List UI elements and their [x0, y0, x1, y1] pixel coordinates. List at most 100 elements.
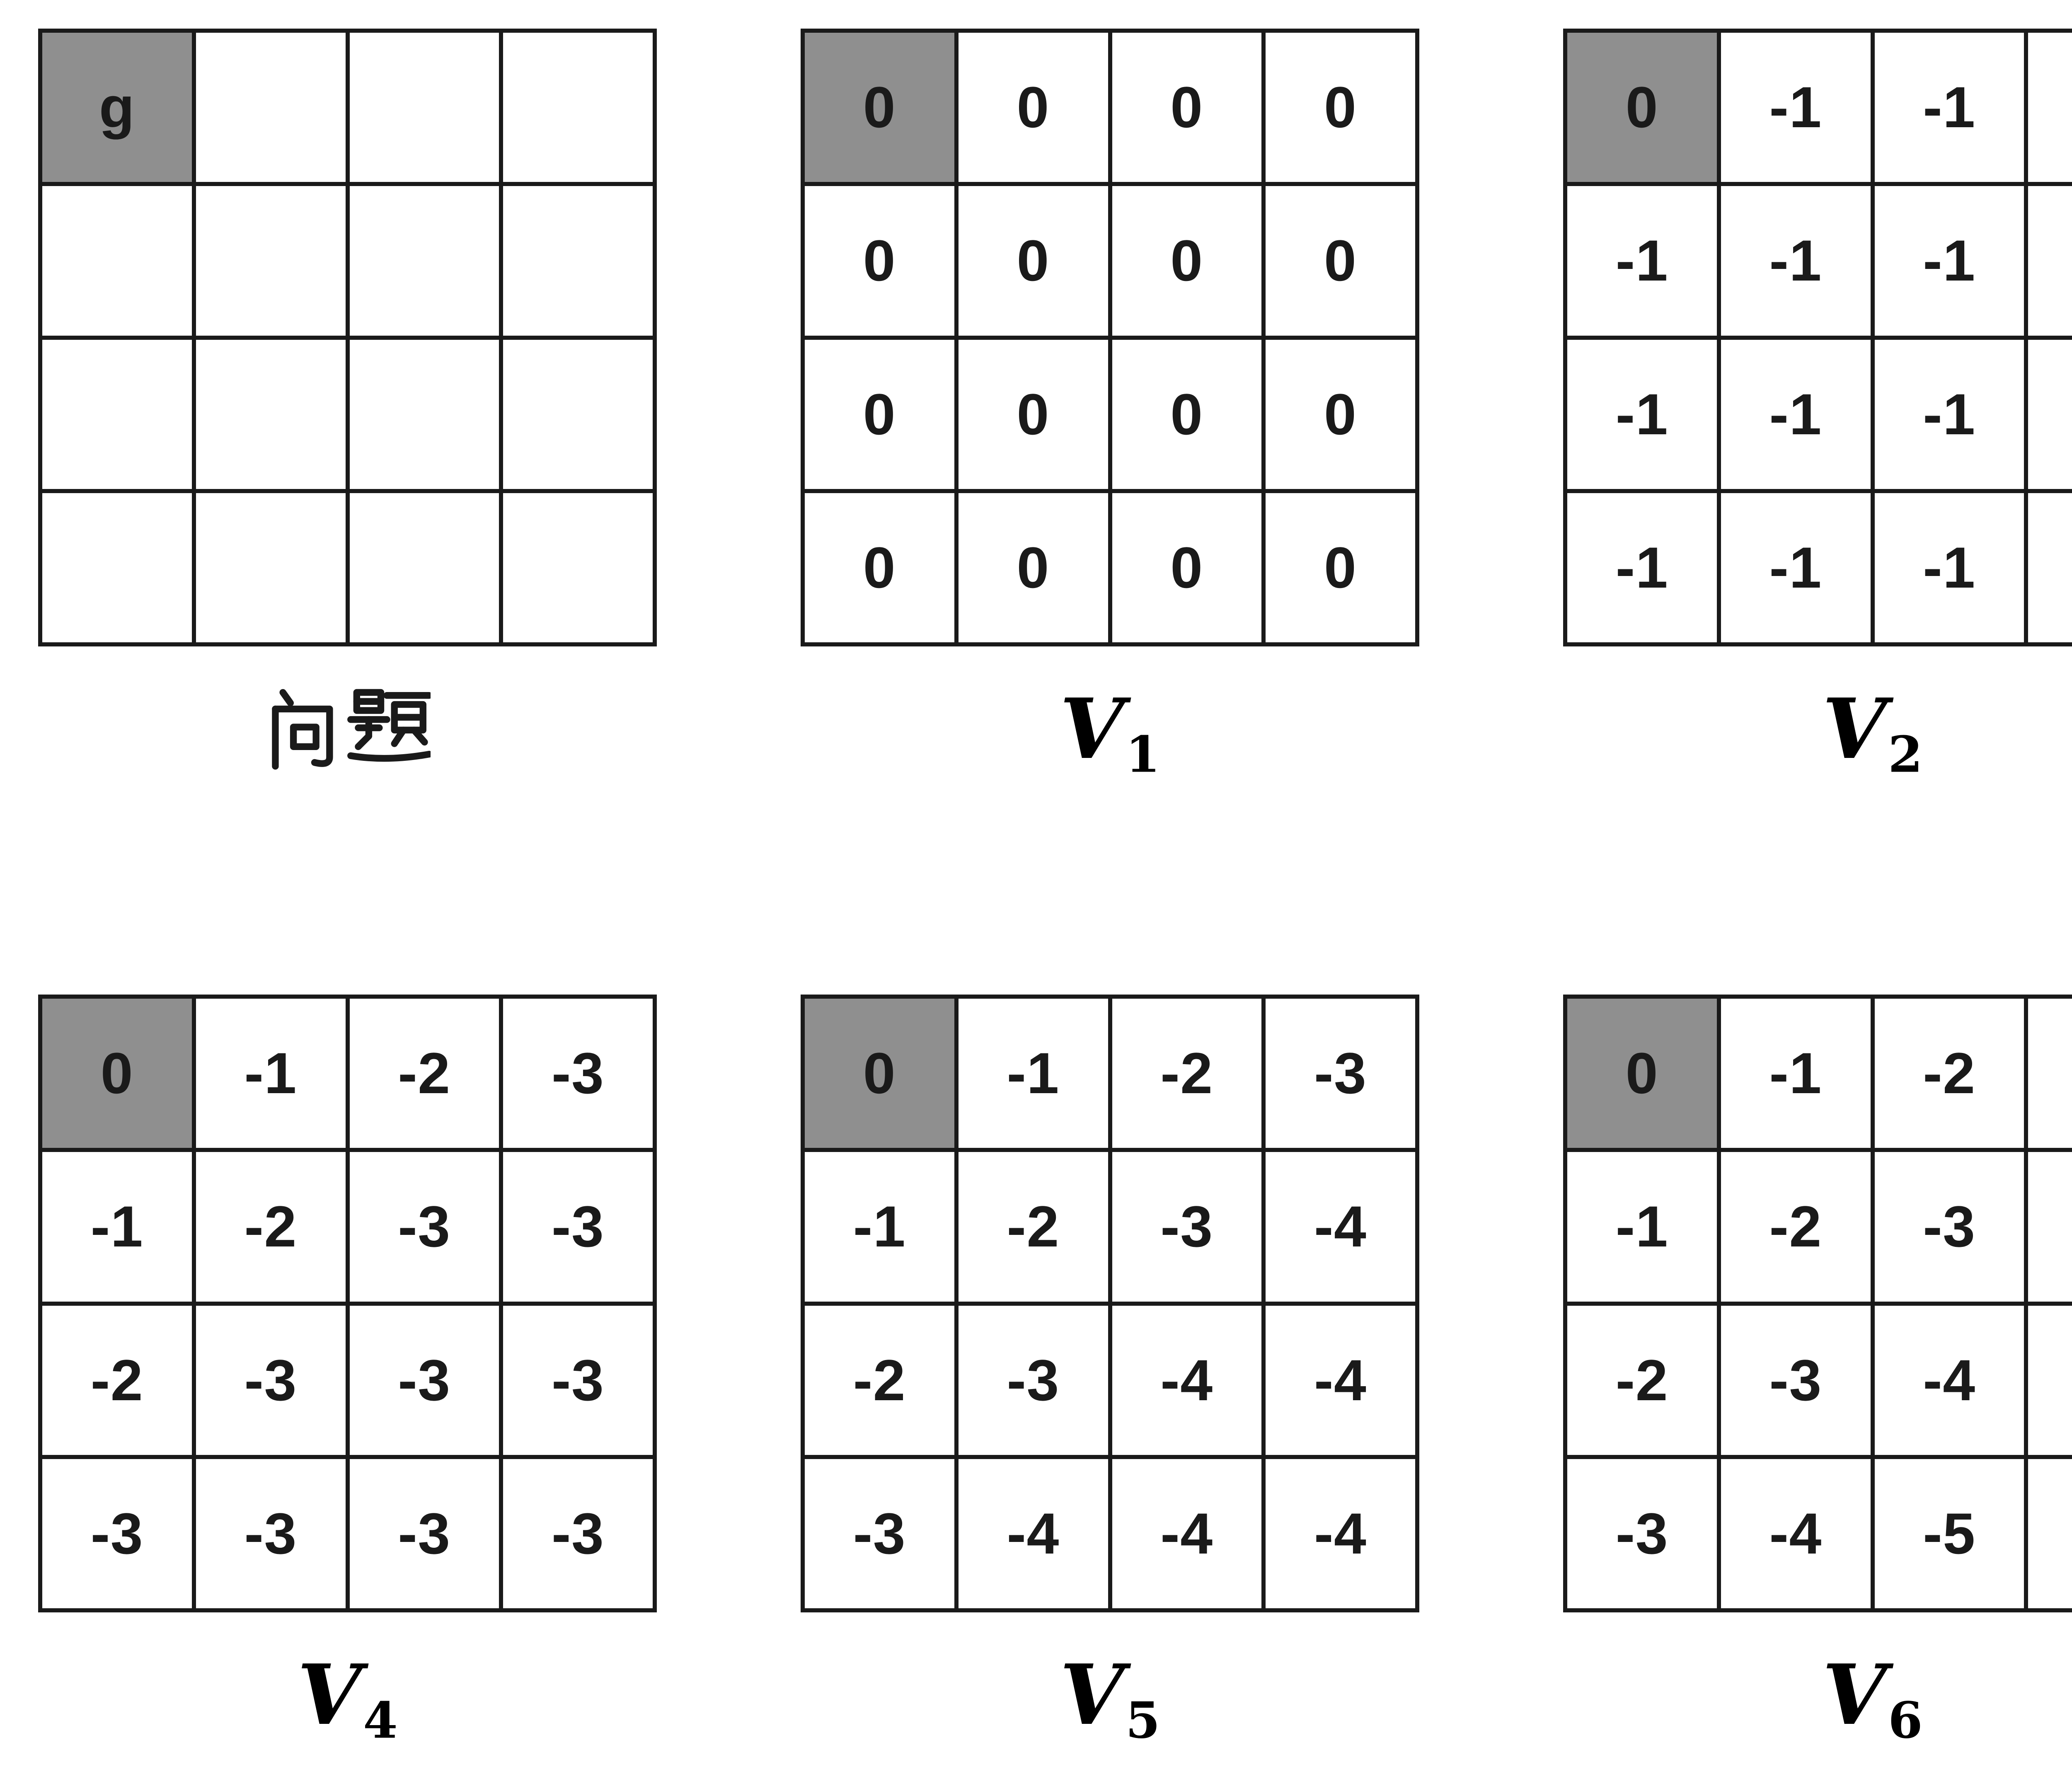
- goal-cell: 0: [805, 33, 954, 182]
- grid-cell: -4: [1266, 1305, 1415, 1455]
- panel-caption: V5: [1060, 1650, 1160, 1746]
- label-subscript: 1: [1126, 725, 1160, 784]
- grid-cell: -2: [958, 1152, 1108, 1302]
- grid-cell: -1: [1721, 493, 1871, 642]
- grid-cell: [349, 33, 499, 182]
- grid-cell: -4: [1721, 1459, 1871, 1608]
- grid-cell: -1: [1567, 1152, 1717, 1302]
- grid-cell: [503, 493, 653, 642]
- grid-cell: -4: [1266, 1152, 1415, 1302]
- grid-cell: -3: [503, 999, 653, 1148]
- grid-cell: -3: [1721, 1305, 1871, 1455]
- grid-cell: -3: [196, 1459, 346, 1608]
- grid-cell: -4: [958, 1459, 1108, 1608]
- label-base: V: [297, 1646, 362, 1744]
- grid-cell: -3: [196, 1305, 346, 1455]
- grid-cell: -4: [1874, 1305, 2024, 1455]
- grid-cell: [503, 33, 653, 182]
- panel-caption: V2: [1822, 684, 1922, 780]
- gridworld-panel-v5: 0-1-2-3-1-2-3-4-2-3-4-4-3-4-4-4 V5: [801, 995, 1419, 1746]
- grid-cell: -2: [1874, 999, 2024, 1148]
- grid-cell: -3: [805, 1459, 954, 1608]
- panel-label-text: V5: [1060, 1654, 1160, 1746]
- gridworld-panel-problem: g 问题: [38, 29, 657, 775]
- grid-cell: [349, 339, 499, 489]
- grid-cell: -3: [349, 1459, 499, 1608]
- label-base: V: [1822, 680, 1887, 778]
- grid-cell: -1: [1567, 339, 1717, 489]
- grid-cell: -1: [1567, 493, 1717, 642]
- goal-cell: 0: [1567, 33, 1717, 182]
- grid-cell: -3: [1112, 1152, 1262, 1302]
- grid-cell: 0: [958, 493, 1108, 642]
- grid-cell: 0: [805, 339, 954, 489]
- grid-cell: [503, 186, 653, 336]
- grid-cell: [349, 186, 499, 336]
- grid-cell: -2: [42, 1305, 192, 1455]
- grid-cell: 0: [1266, 339, 1415, 489]
- grid-cell: -1: [2028, 33, 2072, 182]
- grid-cell: -3: [958, 1305, 1108, 1455]
- grid-cell: -3: [503, 1152, 653, 1302]
- grid-cell: -4: [1112, 1305, 1262, 1455]
- grid-cell: -3: [1266, 999, 1415, 1148]
- grid-cell: [196, 186, 346, 336]
- problem-label-glyphs: [271, 689, 431, 770]
- grid-cell: -2: [1721, 1152, 1871, 1302]
- label-subscript: 4: [363, 1691, 398, 1750]
- gridworld-grid: g: [38, 29, 657, 646]
- panel-caption: 问题: [265, 684, 431, 775]
- grid-cell: 0: [1112, 339, 1262, 489]
- panel-label-text: V2: [1822, 688, 1922, 780]
- panel-label-text: V1: [1060, 688, 1160, 780]
- grid-cell: -1: [958, 999, 1108, 1148]
- grid-cell: [503, 339, 653, 489]
- grid-cell: -4: [1266, 1459, 1415, 1608]
- panel-caption: V4: [297, 1650, 397, 1746]
- panel-label-text: V4: [297, 1654, 397, 1746]
- grid-cell: -2: [1567, 1305, 1717, 1455]
- grid-cell: -1: [805, 1152, 954, 1302]
- grid-cell: -4: [2028, 1152, 2072, 1302]
- grid-cell: 0: [805, 493, 954, 642]
- grid-cell: -1: [1874, 33, 2024, 182]
- grid-cell: [42, 186, 192, 336]
- grid-cell: -3: [1874, 1152, 2024, 1302]
- goal-cell: 0: [1567, 999, 1717, 1148]
- gridworld-panel-v4: 0-1-2-3-1-2-3-3-2-3-3-3-3-3-3-3 V4: [38, 995, 657, 1746]
- grid-cell: -3: [349, 1305, 499, 1455]
- grid-cell: -1: [1721, 186, 1871, 336]
- grid-cell: -1: [42, 1152, 192, 1302]
- grid-cell: 0: [1112, 493, 1262, 642]
- gridworld-grid: 0-1-2-3-1-2-3-4-2-3-4-5-3-4-5-5: [1563, 995, 2072, 1612]
- grid-cell: [42, 339, 192, 489]
- grid-row-bottom: 0-1-2-3-1-2-3-3-2-3-3-3-3-3-3-3 V4 0-1-2…: [38, 995, 2072, 1746]
- grid-cell: [196, 493, 346, 642]
- grid-cell: 0: [805, 186, 954, 336]
- grid-cell: -1: [1874, 339, 2024, 489]
- grid-cell: -3: [1567, 1459, 1717, 1608]
- grid-cell: -1: [1874, 186, 2024, 336]
- label-subscript: 5: [1126, 1691, 1160, 1750]
- grid-cell: [196, 33, 346, 182]
- grid-cell: -1: [1721, 999, 1871, 1148]
- grid-cell: [196, 339, 346, 489]
- panel-caption: V1: [1060, 684, 1160, 780]
- label-base: V: [1060, 1646, 1124, 1744]
- grid-cell: -3: [503, 1459, 653, 1608]
- label-subscript: 6: [1888, 1691, 1923, 1750]
- grid-cell: -2: [1112, 999, 1262, 1148]
- goal-cell: 0: [805, 999, 954, 1148]
- grid-cell: -1: [196, 999, 346, 1148]
- gridworld-grid: 0-1-2-3-1-2-3-4-2-3-4-4-3-4-4-4: [801, 995, 1419, 1612]
- grid-cell: -1: [1721, 33, 1871, 182]
- gridworld-panel-v6: 0-1-2-3-1-2-3-4-2-3-4-5-3-4-5-5 V6: [1563, 995, 2072, 1745]
- label-base: V: [1060, 680, 1124, 778]
- grid-cell: -1: [2028, 339, 2072, 489]
- grid-cell: -5: [2028, 1305, 2072, 1455]
- grid-cell: [42, 493, 192, 642]
